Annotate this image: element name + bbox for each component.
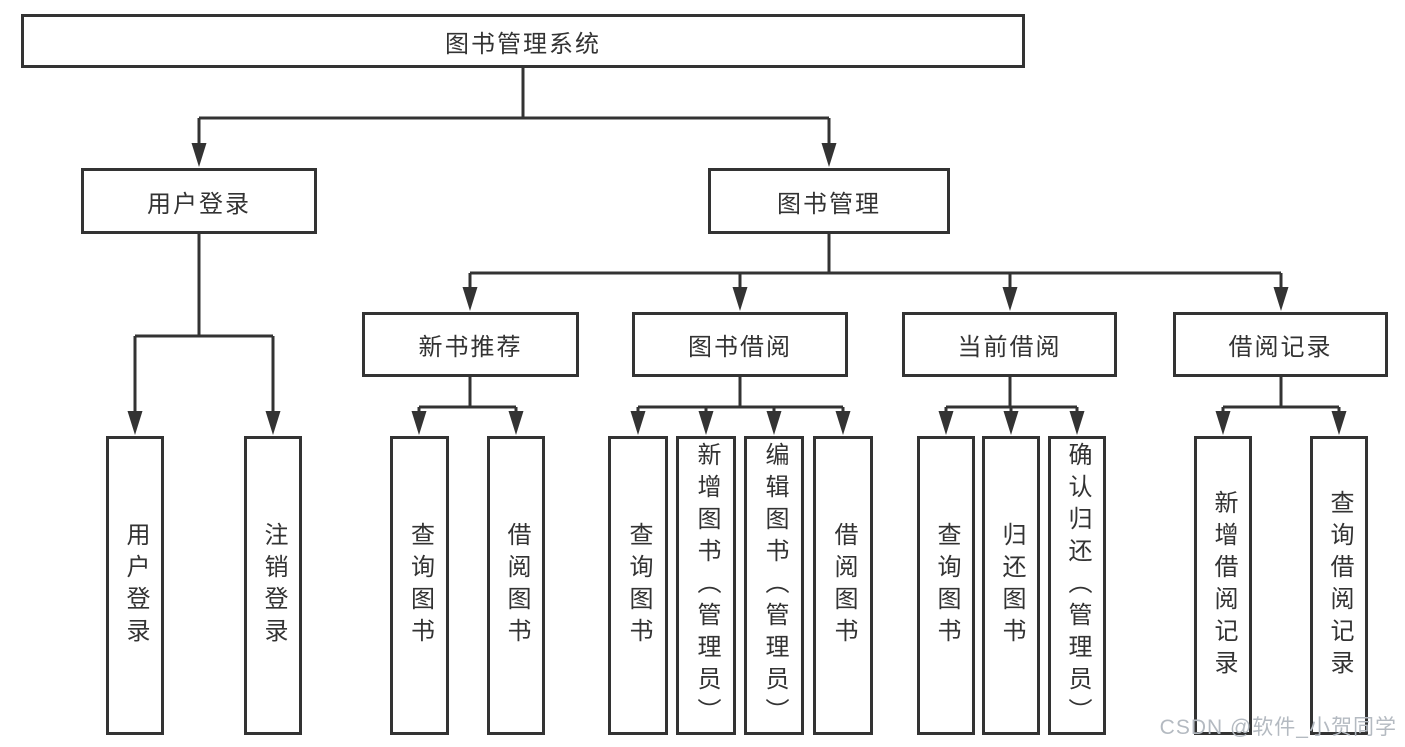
arrowhead-icons-level4 [127,411,1347,435]
connector-root [197,68,831,150]
leaf-add-books-admin-label: 新增图书（管理员） [693,441,720,730]
leaf-return-books: 归还图书 [982,436,1040,735]
node-user-login: 用户登录 [81,168,317,234]
leaf-query-borrow-record-label: 查询借阅记录 [1326,489,1353,682]
node-book-borrow: 图书借阅 [632,312,848,377]
leaf-recommend-query-books: 查询图书 [390,436,449,735]
leaf-confirm-return-admin-label: 确认归还（管理员） [1064,441,1091,730]
leaf-user-login: 用户登录 [106,436,164,735]
csdn-watermark: CSDN @软件_小贺同学 [1159,716,1397,739]
node-new-book-recommend-label: 新书推荐 [418,334,523,361]
leaf-borrow-books-label: 借阅图书 [830,521,857,650]
leaf-confirm-return-admin: 确认归还（管理员） [1048,436,1106,735]
leaf-recommend-borrow-books-label: 借阅图书 [503,521,530,650]
node-user-login-label: 用户登录 [147,190,251,218]
leaf-borrow-query-books-label: 查询图书 [625,521,652,650]
node-book-borrow-label: 图书借阅 [688,334,792,361]
node-root: 图书管理系统 [21,14,1025,68]
connector-current-borrow [944,377,1079,418]
leaf-current-query-books: 查询图书 [917,436,975,735]
leaf-recommend-query-books-label: 查询图书 [406,521,434,650]
connector-user-login [133,234,275,418]
leaf-recommend-borrow-books: 借阅图书 [487,436,545,735]
node-current-borrow: 当前借阅 [902,312,1117,377]
leaf-edit-books-admin-label: 编辑图书（管理员） [761,441,788,730]
node-book-management: 图书管理 [708,168,950,234]
leaf-current-query-books-label: 查询图书 [933,521,960,650]
node-current-borrow-label: 当前借阅 [957,334,1062,361]
leaf-add-borrow-record-label: 新增借阅记录 [1210,489,1237,682]
leaf-logout: 注销登录 [244,436,302,735]
leaf-add-books-admin: 新增图书（管理员） [676,436,736,735]
arrowhead-icons-level3 [462,287,1289,311]
leaf-logout-label: 注销登录 [260,521,287,650]
connector-book-management [468,234,1283,294]
leaf-user-login-label: 用户登录 [122,521,149,650]
connector-new-book-recommend [417,377,518,418]
node-root-label: 图书管理系统 [445,30,601,58]
node-borrow-records-label: 借阅记录 [1228,334,1333,361]
connector-borrow-records [1221,377,1341,418]
leaf-edit-books-admin: 编辑图书（管理员） [744,436,804,735]
node-new-book-recommend: 新书推荐 [362,312,579,377]
leaf-return-books-label: 归还图书 [998,521,1025,650]
node-book-management-label: 图书管理 [777,190,881,218]
leaf-borrow-query-books: 查询图书 [608,436,668,735]
leaf-query-borrow-record: 查询借阅记录 [1310,436,1368,735]
leaf-add-borrow-record: 新增借阅记录 [1194,436,1252,735]
leaf-borrow-books: 借阅图书 [813,436,873,735]
node-borrow-records: 借阅记录 [1173,312,1388,377]
arrowhead-icons-level2 [191,143,837,167]
connector-book-borrow [636,377,845,418]
